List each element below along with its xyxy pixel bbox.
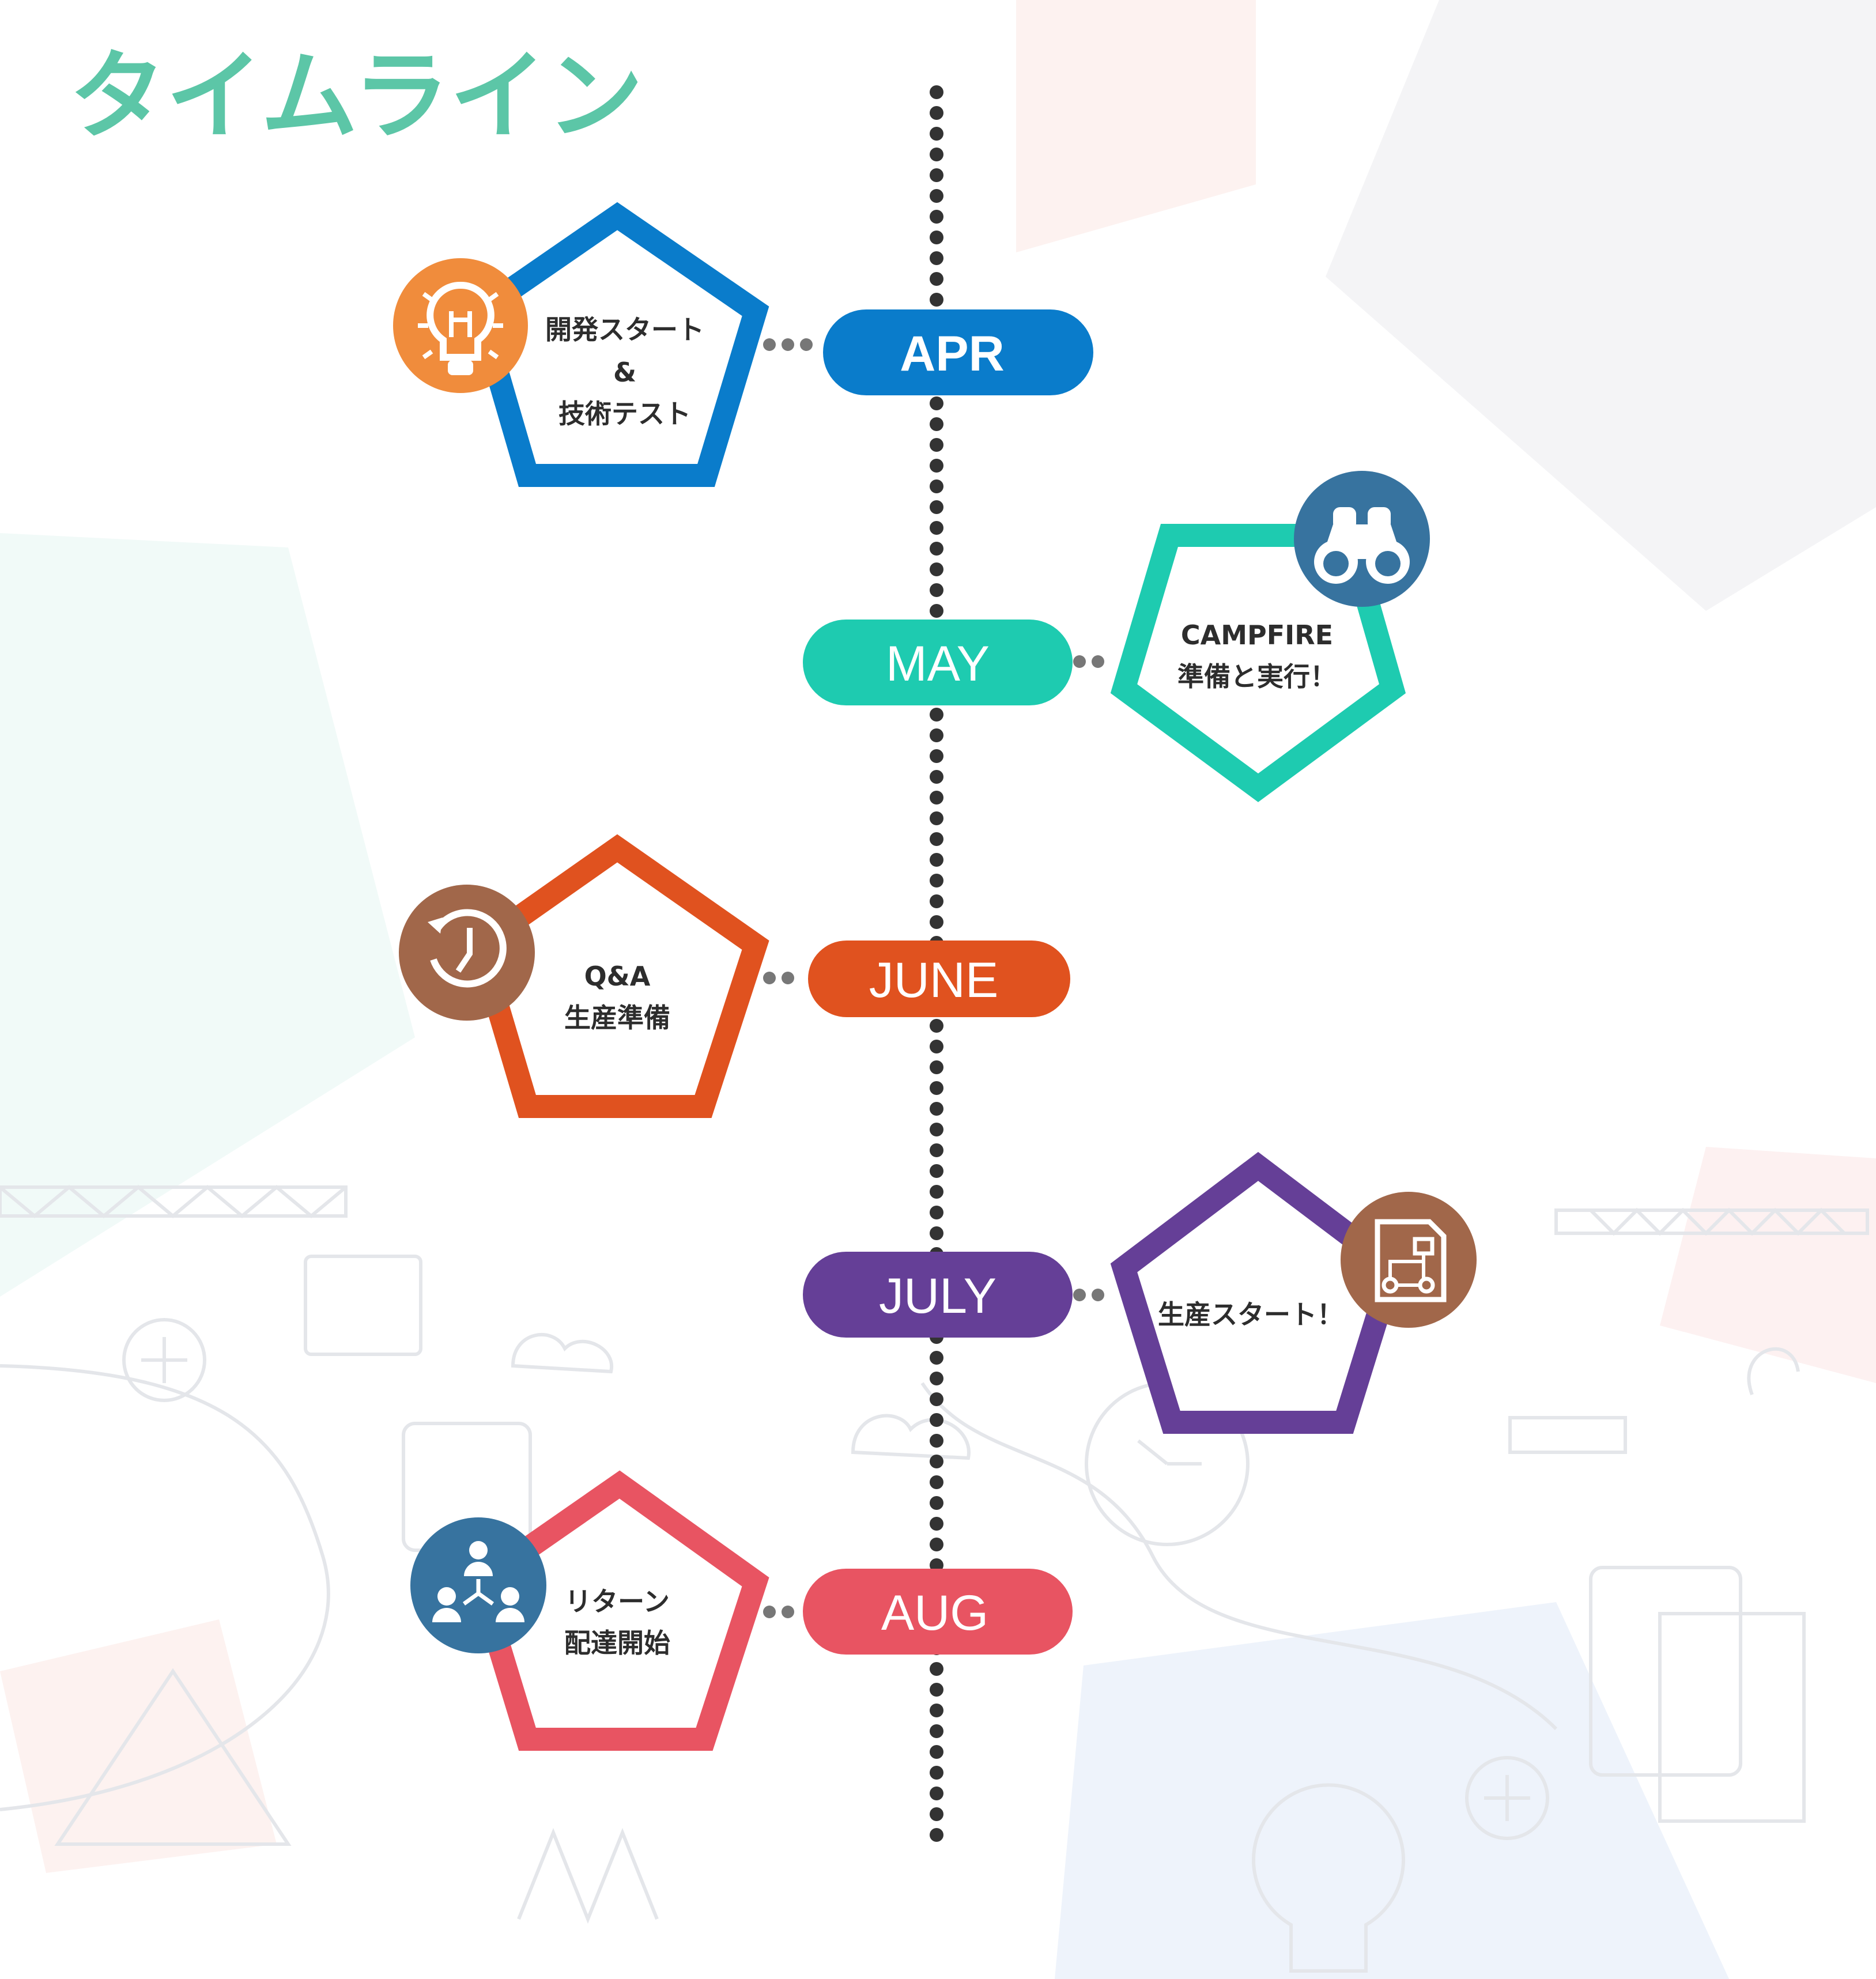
clock-rotate-icon [399, 885, 535, 1021]
milestone-text-line: 開発スタート [545, 314, 704, 345]
milestone-june: JUNE Q&A 生産準備 [399, 834, 1070, 1118]
milestone-text-line: 生産準備 [564, 1002, 670, 1033]
month-pill [803, 620, 1073, 705]
milestone-aug: AUG リターン 配達開始 [410, 1470, 1073, 1751]
milestone-may: MAY CAMPFIRE 準備と実行！ [803, 471, 1430, 802]
flowchart-document-icon [1341, 1192, 1477, 1328]
milestone-july: JULY 生産スタート！ [803, 1151, 1477, 1434]
milestone-text-line: 配達開始 [564, 1627, 670, 1659]
milestone-apr: APR 開発スタート & 技術テスト [393, 202, 1093, 487]
milestone-text-line: CAMPFIRE [1181, 620, 1333, 651]
binoculars-icon [1294, 471, 1430, 607]
milestone-text-line: & [613, 357, 636, 388]
team-network-icon [410, 1517, 546, 1653]
doodle-illustrations [0, 1185, 1869, 1973]
milestone-text-line: 技術テスト [558, 398, 691, 429]
lightbulb-icon [393, 258, 528, 393]
month-pill [823, 309, 1093, 395]
milestone-text-line: リターン [565, 1586, 670, 1617]
month-label: JUNE [869, 953, 999, 1008]
milestone-text-line: 生産スタート！ [1158, 1299, 1343, 1330]
month-label: APR [900, 326, 1005, 382]
month-label: JULY [879, 1268, 996, 1324]
month-label: MAY [886, 636, 990, 692]
milestone-text-line: 準備と実行！ [1177, 661, 1337, 692]
page-title: タイムライン [69, 40, 643, 153]
month-pill [808, 941, 1070, 1017]
month-pill [803, 1569, 1073, 1655]
milestone-text-line: Q&A [584, 961, 651, 992]
month-label: AUG [881, 1585, 988, 1641]
month-pill [803, 1252, 1073, 1338]
